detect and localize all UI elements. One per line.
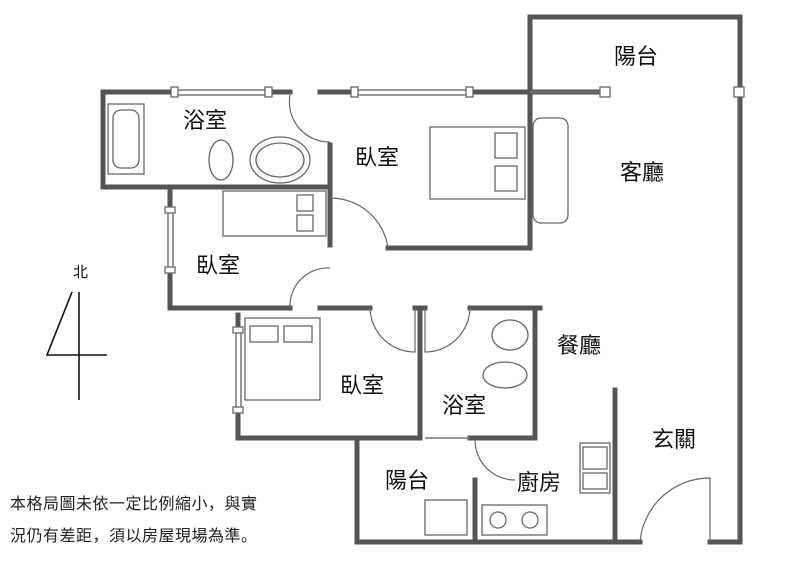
disclaimer-line-2: 況仍有差距，須以房屋現場為準。 <box>10 526 258 545</box>
doors <box>288 94 711 543</box>
toilet <box>208 139 234 181</box>
disclaimer-line-1: 本格局圖未依一定比例縮小，與實 <box>10 494 258 513</box>
room-label-dining-room: 餐廳 <box>557 334 601 359</box>
walls <box>100 14 743 545</box>
room-label-balcony-bottom: 陽台 <box>385 469 429 494</box>
sofa <box>532 117 569 224</box>
room-label-bedroom-2: 臥室 <box>196 254 240 279</box>
windows <box>164 86 745 540</box>
furniture <box>107 103 611 536</box>
room-label-bedroom-master: 臥室 <box>355 146 399 171</box>
room-label-balcony-top: 陽台 <box>614 45 658 70</box>
toilet-2 <box>482 361 528 389</box>
room-label-kitchen: 廚房 <box>517 471 561 496</box>
compass-label: 北 <box>73 263 88 281</box>
washer <box>424 499 468 536</box>
room-label-bathroom-2: 浴室 <box>442 394 486 419</box>
room-label-bedroom-3: 臥室 <box>340 374 384 399</box>
north-compass: 北 <box>45 263 107 400</box>
room-label-entrance: 玄關 <box>652 428 696 453</box>
north-arrow-icon <box>45 291 107 400</box>
room-label-bathroom-master: 浴室 <box>183 109 227 134</box>
sink-2 <box>491 319 529 351</box>
room-label-living-room: 客廳 <box>620 161 664 186</box>
